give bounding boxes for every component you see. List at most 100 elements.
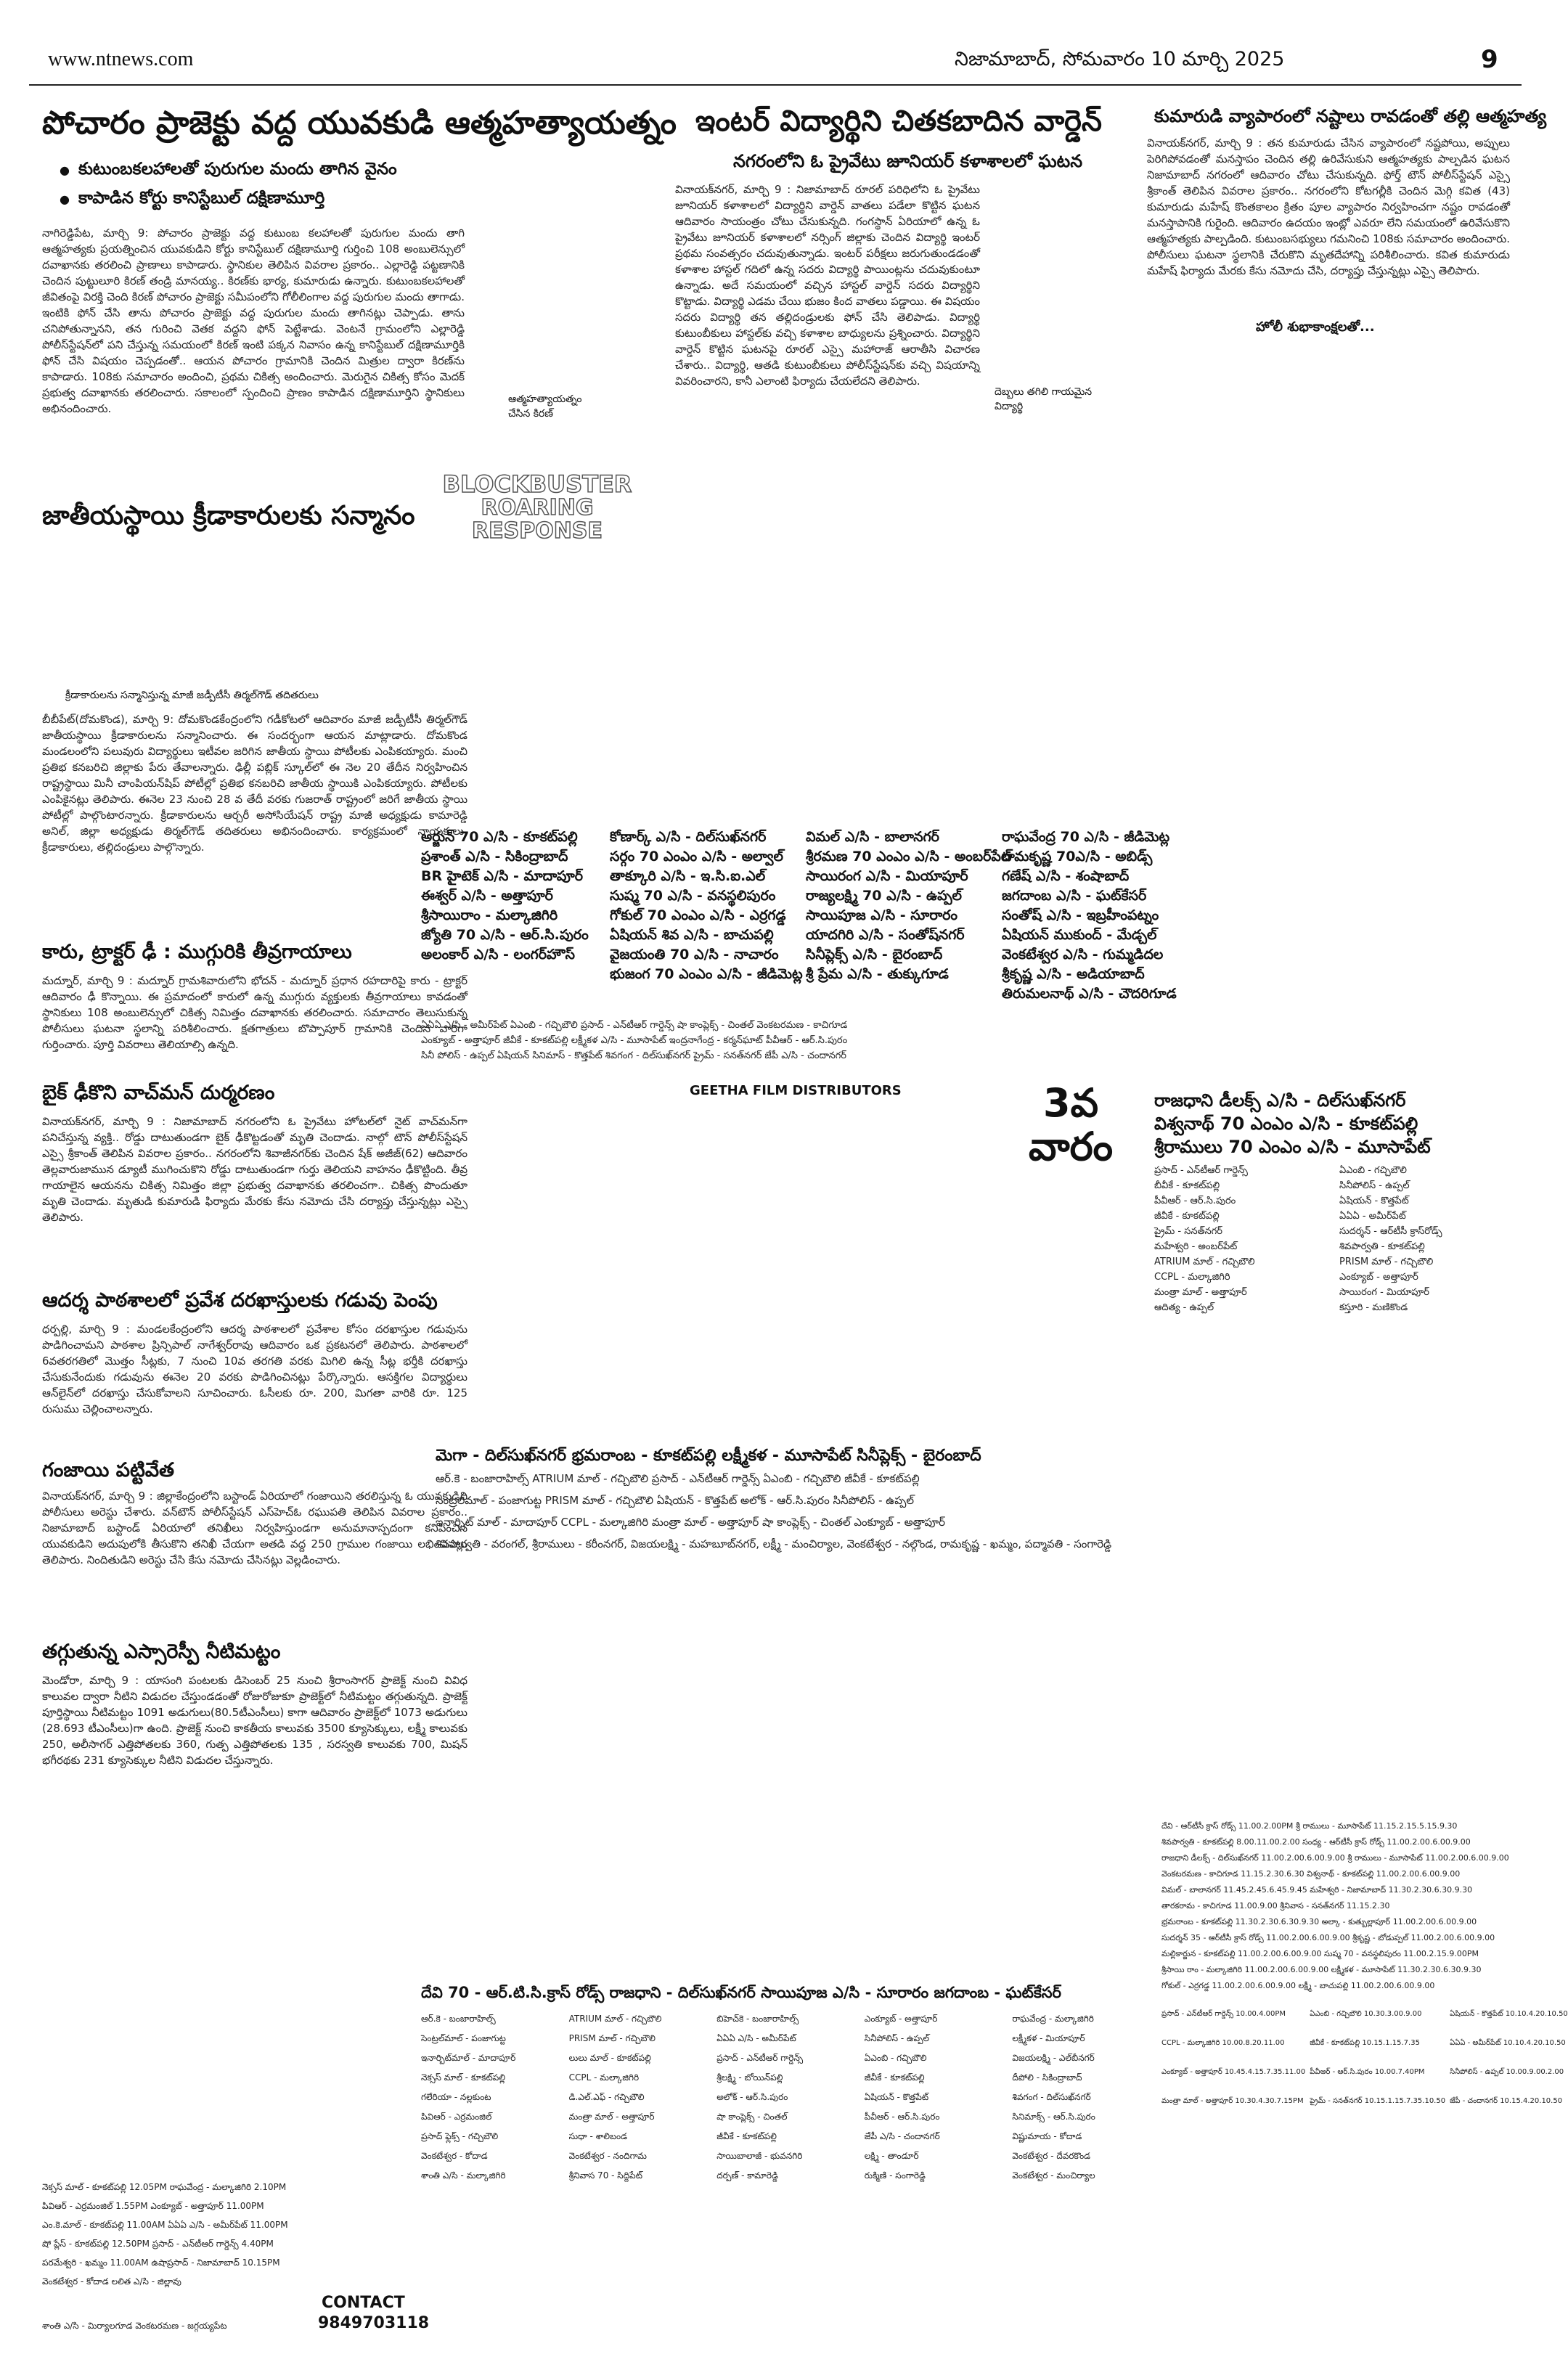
theatre-item: సినిమాక్స్ - ఆర్.సి.పురం	[1012, 2112, 1095, 2122]
theatre-item: రాజ్యలక్ష్మి 70 ఎ/సి - ఉప్పల్	[806, 888, 963, 904]
right-list-item: కస్తూరి - మణికొండ	[1339, 1302, 1408, 1313]
right-list-item: మంత్రా మాల్ - అత్తాపూర్	[1154, 1287, 1247, 1298]
story7-body: ధర్పల్లి, మార్చి 9 : మండలకేంద్రంలోని ఆదర…	[42, 1323, 467, 1415]
right-list-item: PRISM మాల్ - గచ్చిబౌలి	[1339, 1256, 1434, 1267]
theatre-item: జ్యోతి 70 ఎ/సి - ఆర్.సి.పురం	[421, 927, 589, 943]
site-url[interactable]: www.ntnews.com	[48, 48, 194, 70]
theatre-item: ఏషియన్ - కొత్తపేట్	[864, 2092, 929, 2102]
bottom-ad-col: రాఘవేంద్ర - మల్కాజిగిరి లక్ష్మీకళ - మియా…	[1012, 2009, 1154, 2186]
showtimes-block: దేవి - ఆర్‌టీసీ క్రాస్ రోడ్స్ 11.00.2.00…	[1161, 1818, 1568, 2355]
ad-col-4: రాఘవేంద్ర 70 ఎ/సి - జీడిమెట్ల రామకృష్ణ 7…	[1002, 828, 1191, 1004]
story4-photo	[42, 537, 467, 686]
story1-body: నాగిరెడ్డిపేట, మార్చి 9: పోచారం ప్రాజెక్…	[42, 226, 465, 415]
badge-line-2: ROARING	[481, 495, 595, 520]
theatre-item: BR హైటెక్ ఎ/సి - మాదాపూర్	[421, 868, 583, 884]
theatre-row: ఏఏఏ ఎ/సి - అమీర్‌పేట్ ఏఎంబి - గచ్చిబౌలి …	[421, 1020, 848, 1031]
theatre-item: CCPL - మల్కాజిగిరి	[568, 2072, 640, 2083]
showtime-row: విమల్ - బాలానగర్ 11.45.2.45.6.45.9.45 మహ…	[1161, 1885, 1473, 1895]
showtime-cell: మంత్రా మాల్ - అత్తాపూర్ 10.30.4.30.7.15P…	[1161, 2097, 1304, 2105]
right-list-item: ప్రసాద్ - ఎన్‌టీఆర్ గార్డెన్స్	[1154, 1165, 1248, 1176]
theatre-item: లక్ష్మి - తాండూర్	[864, 2151, 919, 2161]
theatre-item: సర్గం 70 ఎంఎం ఎ/సి - అల్వాల్	[610, 849, 783, 865]
showtime-row: దేవి - ఆర్‌టీసీ క్రాస్ రోడ్స్ 11.00.2.00…	[1161, 1821, 1458, 1831]
theatre-item: మంత్రా మాల్ - అత్తాపూర్	[568, 2112, 655, 2122]
showtime-cell: పీవీఆర్ - ఆర్.సి.పురం 10.00.7.40PM	[1310, 2068, 1425, 2076]
story5-body: మద్నూర్, మార్చి 9 : మద్నూర్ గ్రామశివారుల…	[42, 974, 467, 1051]
story6-body: వినాయక్‌నగర్, మార్చి 9 : నిజామాబాద్ నగరం…	[42, 1115, 467, 1224]
bottom-ad: దేవి 70 - ఆర్.టి.సి.క్రాస్ రోడ్స్ రాజధాన…	[421, 1980, 1154, 2358]
right-list-item: శివపార్వతి - కూకట్‌పల్లి	[1339, 1241, 1425, 1252]
theatre-row: సినీ పోలిస్ - ఉప్పల్ ఏషియన్ సినిమాస్ - క…	[421, 1050, 847, 1061]
theatre-item: సుష్మ 70 ఎ/సి - వనస్థలిపురం	[610, 888, 776, 904]
story9-headline: తగ్గుతున్న ఎస్సారెస్పీ నీటిమట్టం	[42, 1640, 281, 1663]
story4-headline: జాతీయస్థాయి క్రీడాకారులకు సన్మానం	[42, 501, 415, 531]
theatre-item: యాదగిరి ఎ/సి - సంతోష్‌నగర్	[806, 927, 965, 943]
mega-ad-line: సెంట్రల్‌మాల్ - పంజాగుట్ట PRISM మాల్ - గ…	[436, 1494, 914, 1507]
showtime-cell: ప్రసాద్ - ఎన్‌టీఆర్ గార్డెన్స్ 10.00.4.0…	[1161, 2010, 1286, 2018]
bottom-ad-heading: దేవి 70 - ఆర్.టి.సి.క్రాస్ రోడ్స్ రాజధాన…	[421, 1984, 1061, 2001]
theatre-item: PRISM మాల్ - గచ్చిబౌలి	[568, 2033, 656, 2043]
right-ad-line: విశ్వనాథ్ 70 ఎంఎం ఎ/సి - కూకట్‌పల్లి	[1154, 1114, 1418, 1134]
theatre-item: శ్రీరమణ 70 ఎంఎం ఎ/సి - అంబర్‌పేట్	[806, 849, 1012, 865]
theatre-item: ప్రసాద్ - ఎన్‌టీఆర్ గార్డెన్స్	[716, 2053, 804, 2063]
movie-ad: అర్జున్ 70 ఎ/సి - కూకట్‌పల్లి ప్రశాంత్ ఎ…	[421, 828, 1191, 1103]
right-list-item: ATRIUM మాల్ - గచ్చిబౌలి	[1154, 1256, 1255, 1267]
showtime-cell: ఏషియన్ - కొత్తపేట్ 10.10.4.20.10.50	[1450, 2010, 1568, 2018]
bottom-ad-col: ఆర్.కె - బంజారాహిల్స్ సెంట్రల్‌మాల్ - పం…	[421, 2009, 563, 2186]
story2-subhead: నగరంలోని ఓ ప్రైవేటు జూనియర్ కళాశాలలో ఘటన	[733, 151, 1083, 171]
badge-line-1: BLOCKBUSTER	[442, 470, 632, 498]
right-list-item: ఆదిత్య - ఉప్పల్	[1154, 1302, 1214, 1313]
theatre-item: వెంకటేశ్వర - నందిగామ	[568, 2151, 647, 2161]
page-header: www.ntnews.com నిజామాబాద్, సోమవారం 10 మా…	[0, 0, 1551, 116]
theatre-item: విజయలక్ష్మి - ఎల్‌బీనగర్	[1012, 2053, 1095, 2063]
bottom-ad-grid: ఆర్.కె - బంజారాహిల్స్ సెంట్రల్‌మాల్ - పం…	[421, 2009, 1154, 2186]
theatre-item: శ్రీ ప్రేమ ఎ/సి - తుక్కుగూడ	[806, 966, 949, 982]
story1-caption: ఆత్మహత్యాయత్నం చేసిన కిరణ్	[508, 393, 582, 420]
ad-col-3: విమల్ ఎ/సి - బాలానగర్ శ్రీరమణ 70 ఎంఎం ఎ/…	[806, 828, 1012, 984]
theatre-item: అలంకార్ ఎ/సి - లంగర్‌హౌస్	[421, 947, 575, 963]
theatre-item: విమల్ ఎ/సి - బాలానగర్	[806, 829, 939, 845]
mega-ad-line: ఇనార్బిట్ మాల్ - మాదాపూర్ CCPL - మల్కాజి…	[436, 1516, 946, 1529]
badge-line-3: RESPONSE	[471, 518, 603, 544]
theatre-item: ఆర్.కె - బంజారాహిల్స్	[421, 2014, 496, 2024]
theatre-item: సాయిరంగ ఎ/సి - మియాపూర్	[806, 868, 968, 884]
contact-phone[interactable]: 9849703118	[318, 2314, 430, 2332]
contact-label: CONTACT	[322, 2294, 405, 2312]
theatre-item: దర్పణ్ - కామారెడ్డి	[716, 2170, 778, 2181]
theatre-item: జీవీకే - కూకట్‌పల్లి	[864, 2072, 925, 2083]
theatre-item: రామకృష్ణ 70ఎ/సి - అబిడ్స్	[1002, 849, 1153, 865]
page-number: 9	[1481, 45, 1498, 74]
right-ad-list: ప్రసాద్ - ఎన్‌టీఆర్ గార్డెన్స్ ఏఎంబి - గ…	[1154, 1163, 1517, 1315]
showtime-row: పివిఆర్ - ఎర్రమంజిల్ 1.55PM ఎంక్యూబ్ - అ…	[42, 2201, 264, 2211]
theatre-item: ప్రశాంత్ ఎ/సి - సికింద్రాబాద్	[421, 849, 568, 865]
showtime-row: నెక్సస్ మాల్ - కూకట్‌పల్లి 12.05PM రాఘవే…	[42, 2182, 287, 2192]
distributor: GEETHA FILM DISTRIBUTORS	[690, 1083, 902, 1098]
mega-ad-line: శివపార్వతి - వరంగల్, శ్రీరాములు - కరీంనగ…	[436, 1537, 1112, 1550]
theatre-item: ఇనార్బిట్‌మాల్ - మాదాపూర్	[421, 2053, 516, 2063]
story3-tag: హోలీ శుభాకాంక్షలతో...	[1256, 319, 1375, 335]
theatre-item: షా కాంప్లెక్స్ - చింతల్	[716, 2112, 788, 2122]
showtime-row: షో ప్లేస్ - కూకట్‌పల్లి 12.50PM ప్రసాద్ …	[42, 2239, 274, 2249]
showtime-row: శ్రీసాయి రాం - మల్కాజిగిరి 11.00.2.00.6.…	[1161, 1965, 1482, 1974]
dateline: నిజామాబాద్, సోమవారం 10 మార్చి 2025	[955, 48, 1285, 70]
right-list-item: సుదర్శన్ - ఆర్‌టీసీ క్రాస్‌రోడ్స్	[1339, 1226, 1442, 1237]
theatre-item: రాఘవేంద్ర - మల్కాజిగిరి	[1012, 2014, 1094, 2024]
theatre-item: ఏషియన్ ముకుంద్ - మేడ్చల్	[1002, 927, 1157, 943]
showtime-cell: జేపీ - చందానగర్ 10.15.4.20.10.50	[1450, 2097, 1563, 2105]
theatre-item: గోకుల్ 70 ఎంఎం ఎ/సి - ఎర్రగడ్డ	[610, 907, 786, 923]
story9-body: మెండోరా, మార్చి 9 : యాసంగి పంటలకు డిసెంబ…	[42, 1674, 467, 1767]
week-badge: 3వ వారం	[1029, 1080, 1113, 1169]
theatre-item: అలోక్ - ఆర్.సి.పురం	[716, 2092, 788, 2102]
story4-body: బీబీపేట్(దోమకొండ), మార్చి 9: దోమకొండకేంద…	[42, 713, 467, 854]
showtime-row: వెంకటరమణ - కాచిగూడ 11.15.2.30.6.30 విశ్వ…	[1161, 1869, 1461, 1879]
right-list-item: జీవీకే - కూకట్‌పల్లి	[1154, 1211, 1220, 1222]
ad-col-2: కోణార్క్ ఎ/సి - దిల్‌సుఖ్‌నగర్ సర్గం 70 …	[610, 828, 803, 984]
story2-headline: ఇంటర్ విద్యార్థిని చితకబాదిన వార్డెన్	[695, 105, 1102, 138]
bottom-ad-col: బిహెచ్‌కె - బంజారాహిల్స్ ఏఏఏ ఎ/సి - అమీర…	[716, 2009, 859, 2186]
header-rule	[29, 84, 1522, 86]
showtime-cell: ప్రైమ్ - సనత్‌నగర్ 10.15.1.15.7.35.10.50	[1310, 2097, 1446, 2105]
theatre-item: శాంతి ఎ/సి - మల్కాజిగిరి	[421, 2170, 506, 2181]
right-list-item: పీవీఆర్ - ఆర్.సి.పురం	[1154, 1196, 1236, 1206]
ad-small-rows: ఏఏఏ ఎ/సి - అమీర్‌పేట్ ఏఎంబి - గచ్చిబౌలి …	[421, 1018, 1191, 1063]
theatre-item: సినీపోలిస్ - ఉప్పల్	[864, 2033, 930, 2043]
